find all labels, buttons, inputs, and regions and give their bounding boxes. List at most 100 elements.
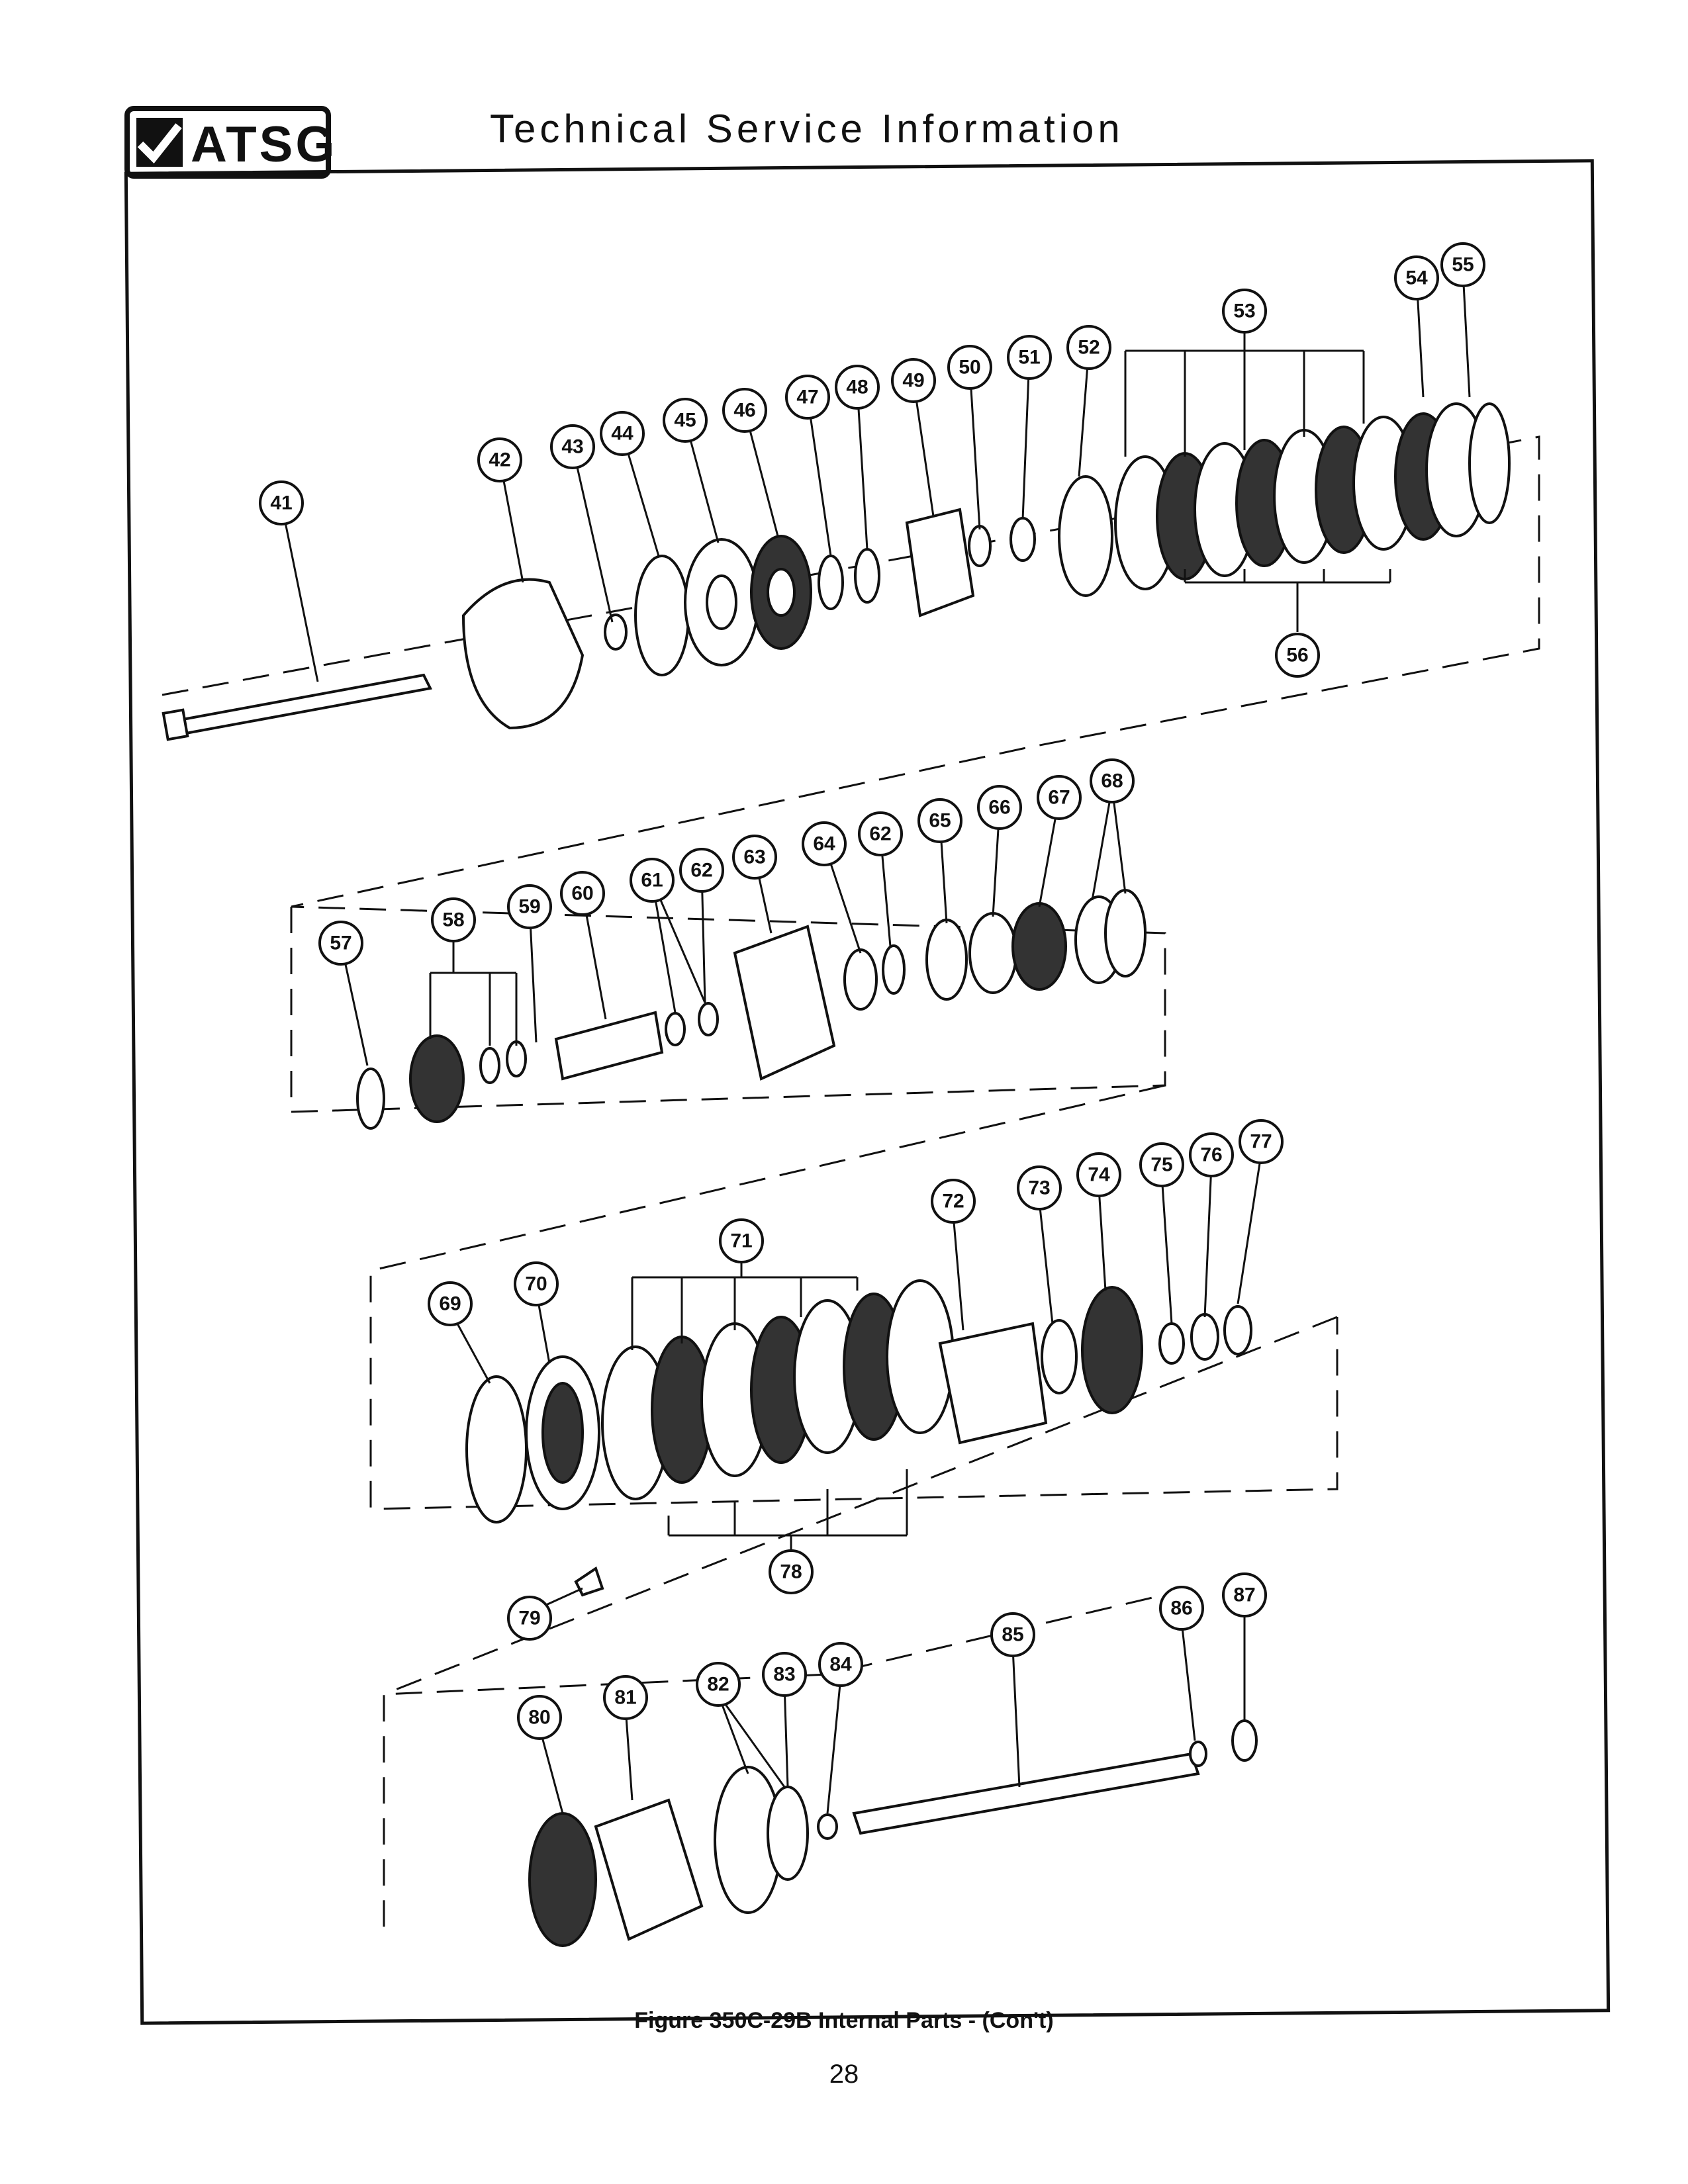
section-2-outline	[290, 905, 1338, 1510]
callout-76: 76	[1189, 1132, 1234, 1177]
callout-60: 60	[560, 871, 605, 916]
svg-text:80: 80	[528, 1707, 550, 1729]
svg-text:66: 66	[988, 797, 1010, 819]
housing-63	[733, 925, 836, 1081]
svg-text:67: 67	[1048, 787, 1070, 809]
callout-53: 53	[1222, 289, 1267, 334]
svg-text:72: 72	[942, 1191, 964, 1212]
leader-lines	[280, 271, 1471, 1814]
callout-65: 65	[917, 798, 962, 843]
callout-67: 67	[1037, 775, 1082, 820]
svg-text:62: 62	[690, 860, 712, 882]
svg-text:59: 59	[518, 896, 540, 918]
svg-text:57: 57	[330, 933, 352, 954]
clutch-drum-42	[461, 578, 585, 730]
svg-text:74: 74	[1088, 1164, 1110, 1186]
callout-62-b: 62	[858, 811, 903, 856]
callout-41: 41	[259, 480, 304, 525]
callout-48: 48	[835, 365, 880, 410]
callout-54: 54	[1394, 255, 1439, 300]
callout-74: 74	[1076, 1152, 1121, 1197]
callout-75: 75	[1139, 1142, 1184, 1187]
svg-text:75: 75	[1150, 1154, 1172, 1176]
callout-66: 66	[977, 785, 1022, 830]
svg-text:50: 50	[959, 357, 980, 379]
callout-71: 71	[719, 1218, 764, 1263]
svg-text:77: 77	[1250, 1131, 1272, 1153]
snap-ring-44	[634, 555, 690, 676]
callout-72: 72	[931, 1179, 976, 1224]
svg-text:45: 45	[674, 410, 696, 432]
callout-64: 64	[802, 821, 847, 866]
svg-text:43: 43	[561, 436, 583, 458]
svg-text:52: 52	[1078, 337, 1100, 359]
svg-text:78: 78	[780, 1561, 802, 1583]
callout-83: 83	[762, 1652, 807, 1697]
svg-text:70: 70	[525, 1273, 547, 1295]
svg-text:41: 41	[270, 492, 292, 514]
svg-text:53: 53	[1233, 300, 1255, 322]
svg-text:68: 68	[1101, 770, 1123, 792]
svg-text:49: 49	[902, 370, 924, 392]
parts-row-3	[465, 1279, 1252, 1597]
checkmark-icon	[136, 118, 183, 167]
input-shaft	[170, 673, 432, 737]
svg-text:84: 84	[829, 1654, 852, 1676]
parts-row-1	[162, 402, 1511, 741]
svg-text:87: 87	[1233, 1584, 1255, 1606]
svg-text:85: 85	[1002, 1624, 1023, 1646]
svg-text:76: 76	[1200, 1144, 1222, 1166]
svg-text:62: 62	[869, 823, 891, 845]
parts-row-2	[356, 889, 1147, 1130]
svg-text:51: 51	[1018, 347, 1040, 369]
svg-text:82: 82	[707, 1674, 729, 1696]
svg-text:79: 79	[518, 1608, 540, 1629]
parts-row-4	[528, 1719, 1258, 1947]
svg-text:86: 86	[1170, 1598, 1192, 1619]
svg-text:73: 73	[1028, 1177, 1050, 1199]
svg-text:46: 46	[733, 400, 755, 422]
callout-59: 59	[507, 884, 552, 929]
svg-text:61: 61	[641, 870, 663, 891]
callout-79: 79	[507, 1596, 552, 1641]
callout-45: 45	[663, 398, 708, 443]
callout-56: 56	[1275, 633, 1320, 678]
callout-81: 81	[603, 1675, 648, 1720]
callout-52: 52	[1066, 325, 1111, 370]
callout-58: 58	[431, 897, 476, 942]
callout-69: 69	[428, 1281, 473, 1326]
svg-text:83: 83	[773, 1664, 795, 1686]
callout-80: 80	[517, 1695, 562, 1740]
callout-51: 51	[1007, 335, 1052, 380]
atsg-logo: ATSG	[124, 106, 334, 179]
callout-55: 55	[1440, 242, 1485, 287]
gear-49	[905, 508, 975, 617]
callout-73: 73	[1017, 1165, 1062, 1210]
svg-text:63: 63	[743, 846, 765, 868]
svg-text:65: 65	[929, 810, 951, 832]
page-number: 28	[829, 2060, 859, 2089]
callout-49: 49	[891, 358, 936, 403]
callout-42: 42	[477, 437, 522, 482]
drum-81	[594, 1798, 704, 1941]
callout-46: 46	[722, 388, 767, 433]
callout-70: 70	[514, 1261, 559, 1306]
svg-text:48: 48	[846, 377, 868, 398]
svg-text:58: 58	[442, 909, 464, 931]
callout-47: 47	[785, 375, 830, 420]
svg-text:54: 54	[1405, 267, 1428, 289]
callout-87: 87	[1222, 1572, 1267, 1617]
svg-text:69: 69	[439, 1293, 461, 1315]
output-shaft-85	[852, 1752, 1200, 1835]
callout-78: 78	[769, 1549, 814, 1594]
figure-caption: Figure 350C-29B Internal Parts - (Con't)	[634, 2008, 1054, 2033]
callout-82: 82	[696, 1662, 741, 1707]
callout-50: 50	[947, 345, 992, 390]
hub-72	[938, 1322, 1048, 1445]
callout-86: 86	[1159, 1586, 1204, 1631]
svg-text:44: 44	[611, 423, 633, 445]
svg-text:55: 55	[1452, 254, 1474, 276]
page-title: Technical Service Information	[490, 107, 1124, 151]
callout-62: 62	[679, 848, 724, 893]
